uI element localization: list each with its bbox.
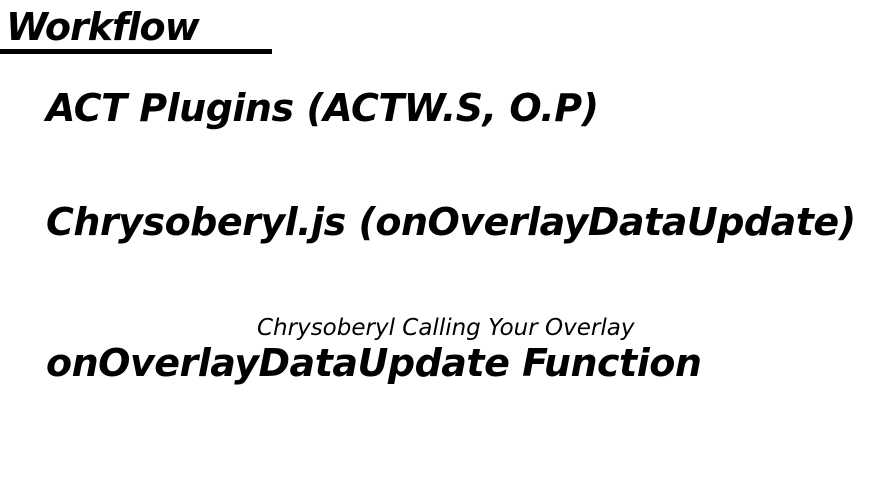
- workflow-title: Workflow: [6, 5, 200, 49]
- step-chrysoberyl-js: Chrysoberyl.js (onOverlayDataUpdate): [46, 200, 856, 244]
- step-act-plugins: ACT Plugins (ACTW.S, O.P): [46, 86, 599, 130]
- call-annotation: Chrysoberyl Calling Your Overlay: [257, 315, 635, 341]
- title-underline: [0, 49, 272, 54]
- step-update-function: onOverlayDataUpdate Function: [46, 341, 702, 385]
